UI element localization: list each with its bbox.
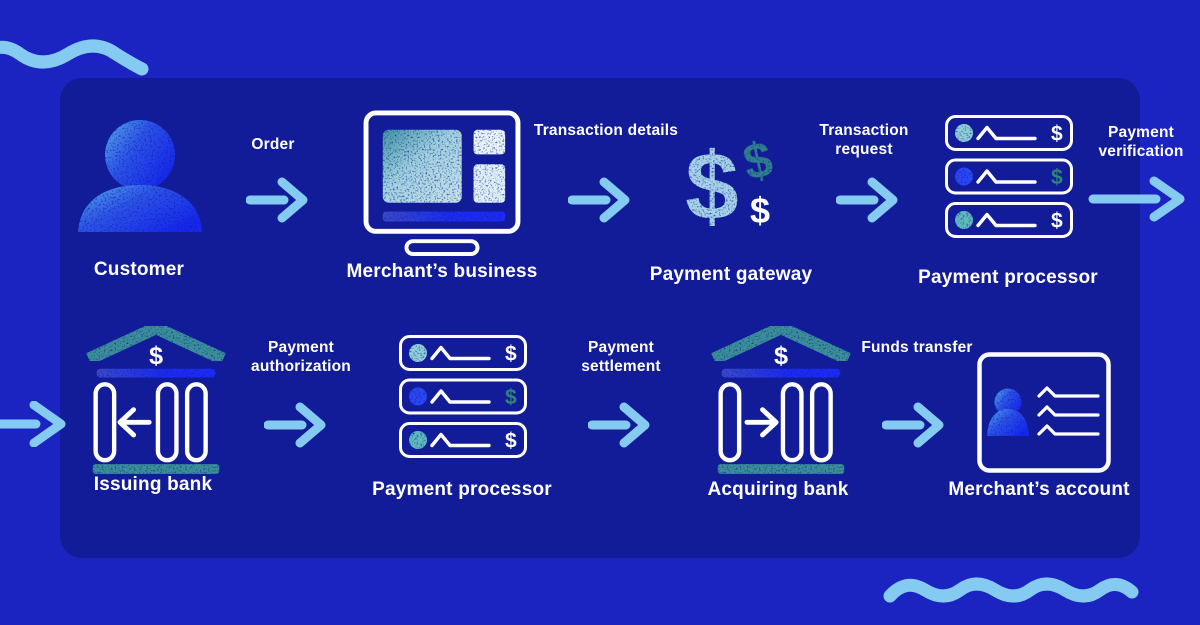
bank-column xyxy=(809,382,833,463)
dollar-glyph: $ xyxy=(149,342,163,370)
dollar-glyph: $ xyxy=(505,430,517,453)
dollar-glyph: $ xyxy=(1051,123,1063,146)
customer-icon xyxy=(78,120,202,232)
arrow-right-icon xyxy=(744,407,779,438)
arrow-right-icon xyxy=(882,402,944,448)
arrow-right-icon xyxy=(568,177,630,223)
payment-gateway-icon: $ $ $ xyxy=(685,131,777,236)
dollar-large-glyph: $ xyxy=(685,133,738,236)
bank-roof xyxy=(86,320,226,365)
bank-column xyxy=(780,382,804,463)
arrow-left-icon xyxy=(117,407,152,438)
node-label-payment-processor-bottom: Payment processor xyxy=(372,479,552,500)
dollar-glyph: $ xyxy=(505,343,517,366)
arrow-right-icon xyxy=(246,177,308,223)
connector-label-payment-verification: Payment verification xyxy=(1098,124,1184,160)
connector-label-payment-authorization: Payment authorization xyxy=(251,339,351,375)
processor-row: $ xyxy=(945,115,1073,151)
squiggle-top-left-icon xyxy=(0,39,149,76)
node-label-merchant-business: Merchant’s business xyxy=(346,261,538,282)
diagram-panel xyxy=(60,78,1140,558)
bank-roof xyxy=(711,320,851,365)
connector-label-order: Order xyxy=(251,136,295,153)
node-label-customer: Customer xyxy=(93,259,185,280)
dollar-medium-glyph: $ xyxy=(738,131,777,192)
connector-label-funds-transfer: Funds transfer xyxy=(861,339,973,356)
processor-row: $ xyxy=(945,202,1073,238)
processor-row: $ xyxy=(399,378,527,415)
node-label-payment-gateway: Payment gateway xyxy=(649,264,813,285)
connector-label-payment-settlement: Payment settlement xyxy=(581,339,661,375)
arrow-right-icon xyxy=(588,402,650,448)
node-label-payment-processor-top: Payment processor xyxy=(918,267,1098,288)
payment-processor-icon: $ $ $ xyxy=(399,335,527,458)
dollar-glyph: $ xyxy=(1051,166,1063,189)
node-label-merchant-account: Merchant’s account xyxy=(948,479,1130,500)
dollar-glyph: $ xyxy=(1051,210,1063,233)
arrow-right-long-icon xyxy=(1088,176,1185,222)
connector-label-transaction-details: Transaction details xyxy=(533,122,679,139)
dollar-small-glyph: $ xyxy=(750,190,770,231)
dollar-glyph: $ xyxy=(774,342,788,370)
account-list-row xyxy=(1037,405,1100,417)
acquiring-bank-icon: $ xyxy=(711,320,851,474)
account-person-head xyxy=(994,388,1022,416)
bank-column xyxy=(184,382,208,463)
issuing-bank-icon: $ xyxy=(86,320,226,474)
dollar-glyph: $ xyxy=(505,386,517,409)
bank-column xyxy=(93,382,117,463)
processor-row: $ xyxy=(945,158,1073,195)
squiggle-bottom-right-icon xyxy=(883,577,1139,603)
arrow-right-icon xyxy=(836,177,898,223)
account-list-row xyxy=(1037,386,1100,398)
merchant-account-icon xyxy=(977,352,1111,473)
node-label-issuing-bank: Issuing bank xyxy=(93,474,213,495)
processor-row: $ xyxy=(399,335,527,371)
connector-label-transaction-request: Transaction request xyxy=(819,122,909,158)
node-label-acquiring-bank: Acquiring bank xyxy=(707,479,849,500)
bank-column xyxy=(718,382,742,463)
account-list-row xyxy=(1037,424,1100,436)
arrow-right-icon xyxy=(264,402,326,448)
merchant-business-monitor-icon xyxy=(363,110,521,256)
processor-row: $ xyxy=(399,422,527,458)
arrow-right-enter-icon xyxy=(0,401,66,447)
bank-column xyxy=(155,382,179,463)
account-person-body xyxy=(987,409,1029,436)
payment-processor-icon: $ $ $ xyxy=(945,115,1073,238)
